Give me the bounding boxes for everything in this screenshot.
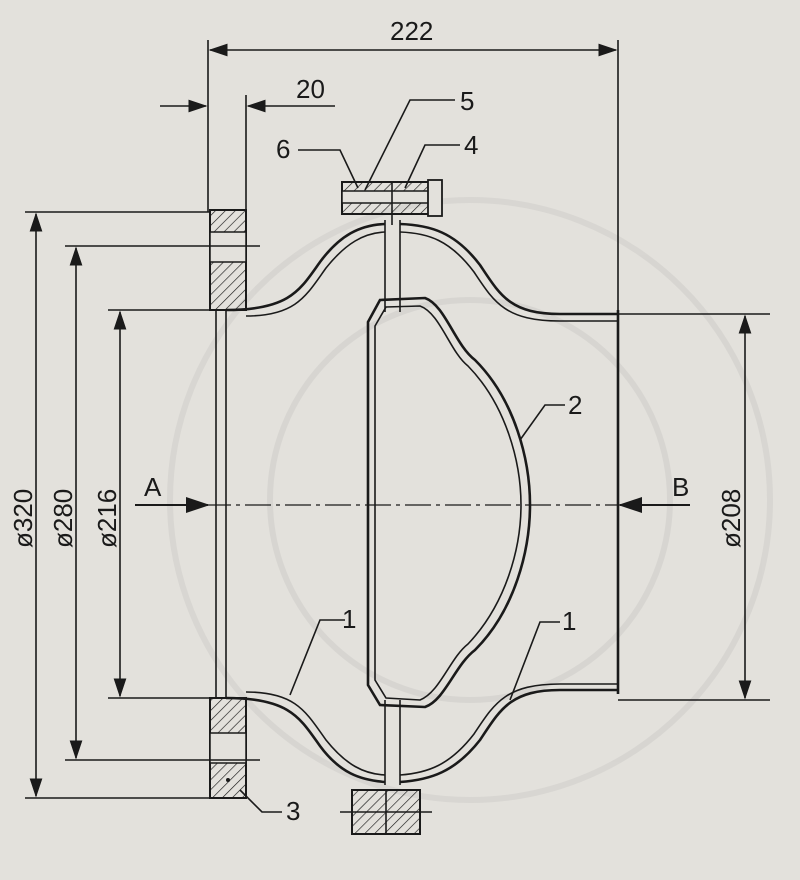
left-flange: [209, 209, 247, 799]
label-part-1-left: 1: [342, 604, 356, 634]
dim-d320: ø320: [8, 489, 38, 548]
label-part-4: 4: [464, 130, 478, 160]
label-part-5: 5: [460, 86, 474, 116]
label-part-3: 3: [286, 796, 300, 826]
dim-d216: ø216: [92, 489, 122, 548]
label-part-6: 6: [276, 134, 290, 164]
dim-flange-thickness: 20: [296, 74, 325, 104]
watermark: [167, 197, 773, 803]
dimension-lines: [25, 40, 770, 813]
dim-overall-length: 222: [390, 16, 433, 46]
flow-label-b: B: [672, 472, 689, 502]
valve-disc: [366, 296, 532, 709]
bottom-bolt-assembly: [340, 789, 432, 835]
dim-d208: ø208: [716, 489, 746, 548]
flow-label-a: A: [144, 472, 162, 502]
dim-d280: ø280: [48, 489, 78, 548]
label-part-1-right: 1: [562, 606, 576, 636]
label-part-2: 2: [568, 390, 582, 420]
